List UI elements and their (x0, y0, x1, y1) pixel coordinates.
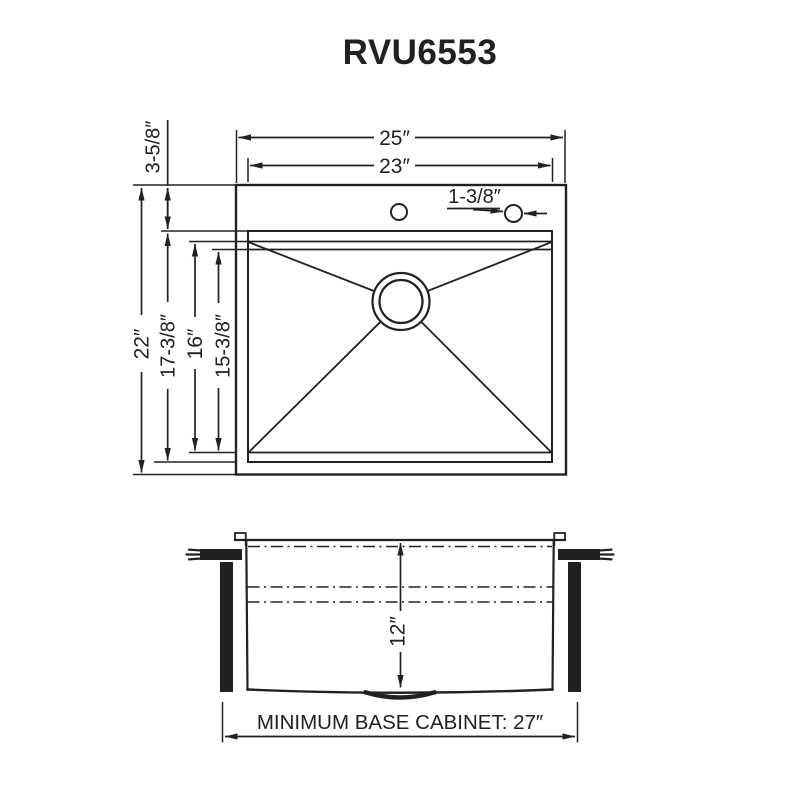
cabinet-wall-left (220, 562, 233, 692)
dimension-top-ledge: 3-5/8″ (143, 120, 171, 230)
sink-rim-lip-left (234, 532, 247, 546)
dimension-bowl-height: 12″ (387, 542, 410, 688)
base-cabinet-label: MINIMUM BASE CABINET: 27″ (257, 711, 543, 734)
sink-rim-lip-right (553, 532, 566, 546)
slope-diagonal-bottom-left (248, 300, 403, 453)
dimension-bowl-outer-depth: 17-3/8″ (158, 233, 180, 461)
bowl-outline (247, 230, 553, 463)
slope-diagonal-bottom-right (399, 300, 552, 453)
extension-lines-left (133, 184, 248, 476)
faucet-hole-left (390, 203, 408, 221)
countertop-left-break (185, 548, 203, 561)
bowl-height-label: 12″ (387, 616, 410, 647)
dimension-faucet-hole: 1-3/8″ (447, 186, 547, 217)
bowl-width-label: 23″ (379, 155, 410, 178)
sink-wall-left (245, 539, 249, 691)
countertop-right (558, 549, 600, 560)
bowl-floor-depth-label: 15-3/8″ (213, 314, 235, 378)
sink-wall-right (551, 539, 555, 691)
bowl-inner-depth-label: 16″ (184, 328, 207, 359)
overall-depth-label: 22″ (131, 328, 154, 359)
dimension-overall-width: 25″ (235, 127, 566, 183)
cabinet-wall-right (568, 562, 581, 692)
dimension-bowl-floor-depth: 15-3/8″ (213, 251, 235, 451)
faucet-callout-arrow-left (472, 207, 504, 214)
top-ledge-label: 3-5/8″ (143, 121, 165, 174)
dimension-overall-depth: 22″ (131, 187, 154, 473)
side-view: 12″ MINIMUM BASE CABINET: 27″ (185, 532, 615, 743)
dimension-bowl-width: 23″ (247, 155, 554, 182)
overall-width-label: 25″ (379, 127, 410, 150)
faucet-hole-dimension-label: 1-3/8″ (448, 186, 501, 208)
top-view: 1-3/8″ 25″ 23″ (131, 120, 568, 476)
countertop-right-break (597, 548, 615, 561)
drawing-title: RVU6553 (343, 33, 498, 72)
dimension-base-cabinet: MINIMUM BASE CABINET: 27″ (221, 702, 579, 743)
faucet-hole-right (504, 204, 523, 223)
drain-bump (363, 689, 437, 700)
drain-inner-circle (378, 278, 424, 325)
bowl-outer-depth-label: 17-3/8″ (158, 314, 180, 378)
sink-bottom (246, 688, 554, 694)
countertop-left (200, 549, 242, 560)
dimension-bowl-inner-depth: 16″ (184, 243, 207, 451)
